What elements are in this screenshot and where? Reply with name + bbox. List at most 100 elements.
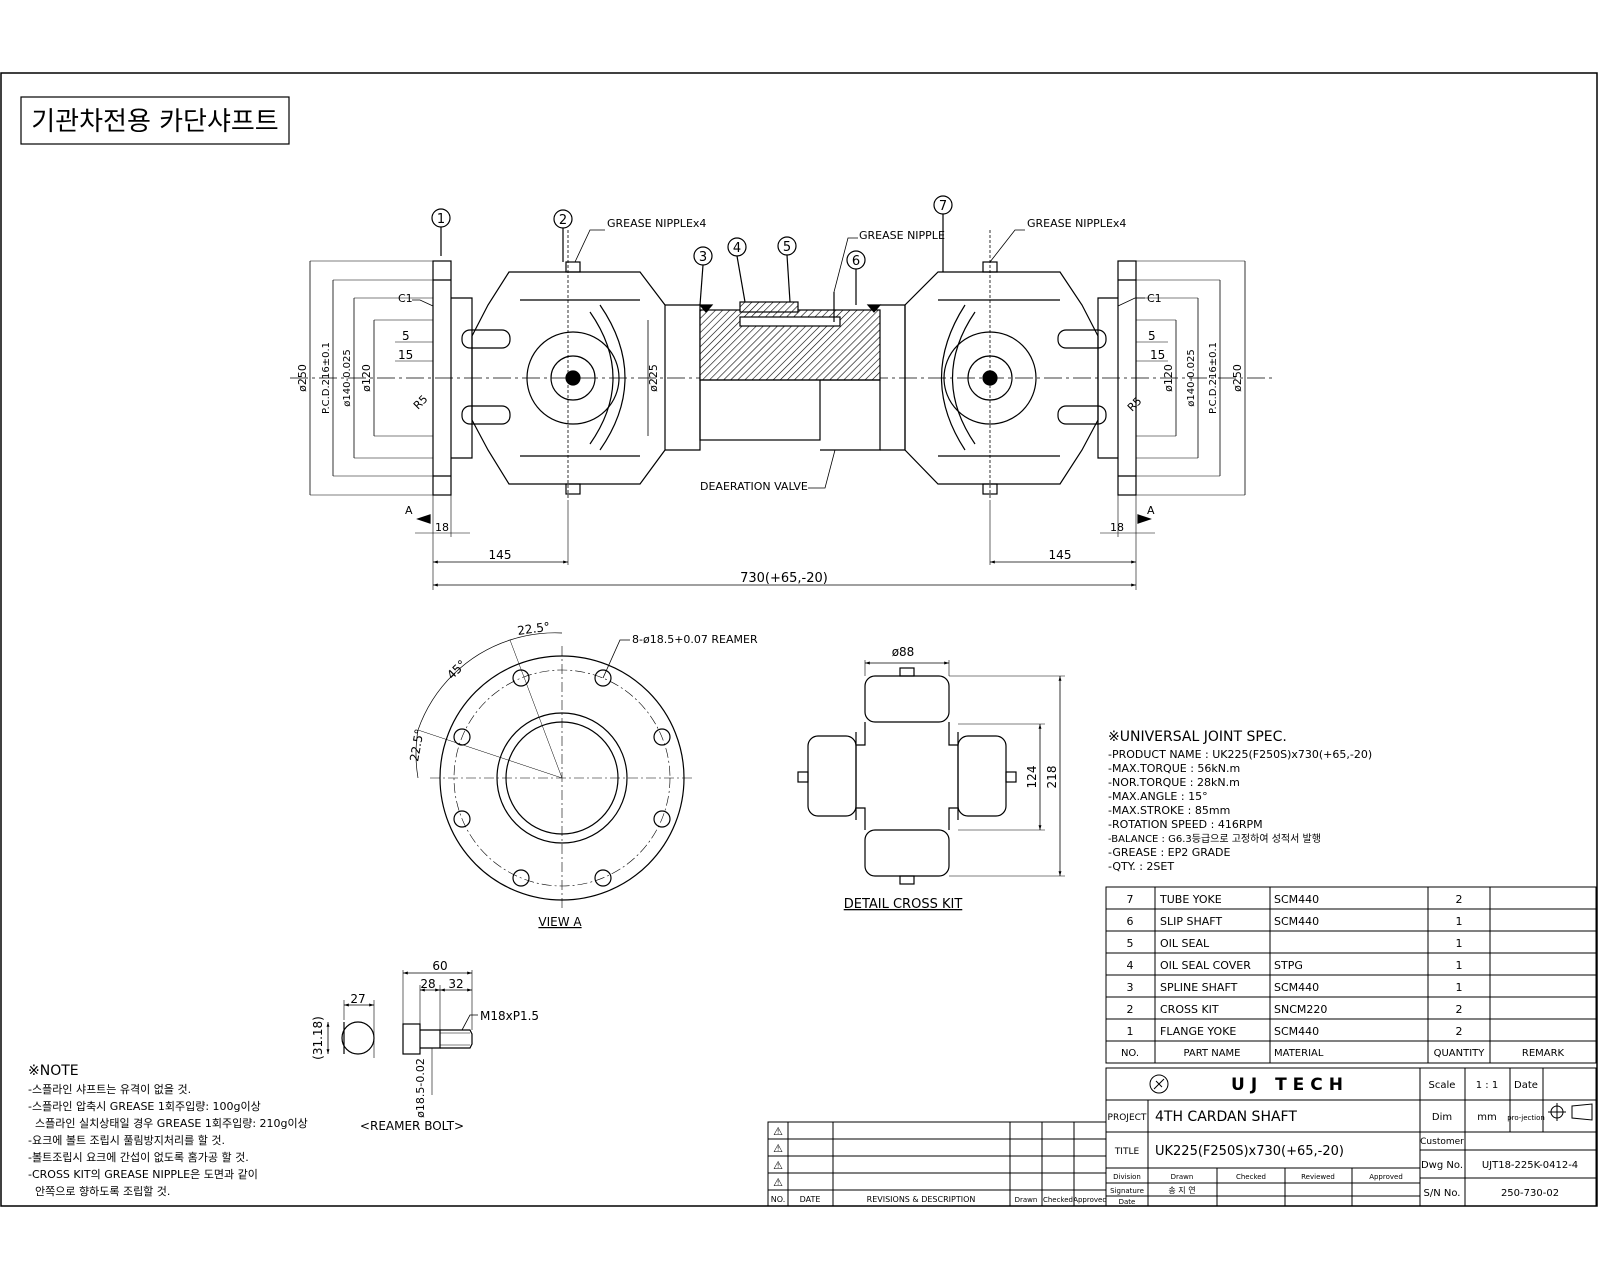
revision-mark-4: ⚠ [773,1176,783,1189]
view-a-angle-22-5-side: 22.5° [407,728,426,763]
bom-cell: SLIP SHAFT [1160,915,1222,928]
deaeration-valve-label: DEAERATION VALVE [700,480,808,493]
dim-r5-right: R5 [1125,395,1145,415]
section-a-left: A [405,504,413,517]
dim-overall-length: 730(+65,-20) [740,571,828,586]
bom-table [1105,886,1597,1064]
dim-18-left: 18 [435,521,449,534]
bom-cell: 2 [1127,1003,1134,1016]
scale-value: 1 : 1 [1476,1080,1498,1091]
project-label: PROJECT [1108,1113,1147,1123]
approved-label: Approved [1369,1173,1403,1181]
signature-label: Signature [1110,1187,1144,1195]
notes-block: ※NOTE -스플라인 샤프트는 유격이 없을 것. -스플라인 압축시 GRE… [28,1063,308,1198]
spec-line-6: -ROTATION SPEED : 416RPM [1108,818,1263,831]
signature-name: 송 지 연 [1168,1186,1195,1195]
revision-no-header: NO. [771,1195,786,1204]
main-assembly-view [290,195,1272,590]
note-line-6: -CROSS KIT의 GREASE NIPPLE은 도면과 같이 [28,1168,258,1181]
note-line-1: -스플라인 샤프트는 유격이 없을 것. [28,1083,191,1096]
bom-cell: 1 [1456,959,1463,972]
drawn-label: Drawn [1171,1173,1194,1181]
view-a-holes-note: 8-ø18.5+0.07 REAMER [632,633,758,646]
revision-approved-header: Approved [1073,1196,1107,1204]
title-value: UK225(F250S)x730(+65,-20) [1155,1144,1344,1159]
bom-row-2: 2 CROSS KIT SNCM220 2 [1127,1003,1463,1016]
dwg-label: Dwg No. [1421,1160,1463,1171]
revisions-table [767,1121,1107,1207]
chamfer-left-label: C1 [398,292,413,305]
grease-nipple-left-label: GREASE NIPPLEx4 [607,217,706,230]
spec-line-8: -GREASE : EP2 GRADE [1108,846,1230,859]
bom-row-4: 4 OIL SEAL COVER STPG 1 [1127,959,1463,972]
bolt-dim-60: 60 [432,959,447,973]
customer-label: Customer [1420,1137,1464,1147]
reamer-bolt-drawing [326,970,478,1095]
note-heading: ※NOTE [28,1063,79,1079]
view-a-labels: 22.5° 45° 22.5° 8-ø18.5+0.07 REAMER VIEW… [407,620,758,929]
bom-cell: SCM440 [1274,1025,1319,1038]
company-name: UJ TECH [1231,1075,1349,1095]
reamer-bolt-label: <REAMER BOLT> [360,1119,464,1133]
cross-kit-124: 124 [1025,766,1039,789]
bom-header-part: PART NAME [1183,1048,1240,1059]
dim-pcd-right: P.C.D.216±0.1 [1208,342,1219,414]
callout-6: 6 [852,254,860,269]
spec-heading: ※UNIVERSAL JOINT SPEC. [1108,729,1287,745]
bom-cell: 5 [1127,937,1134,950]
dim-d120-right: ø120 [1162,364,1175,392]
bom-cell: FLANGE YOKE [1160,1025,1236,1038]
bom-cell: 2 [1456,1025,1463,1038]
signature-date-label: Date [1119,1198,1136,1206]
bom-header-quantity: QUANTITY [1434,1048,1486,1059]
section-a-right: A [1147,504,1155,517]
callout-3: 3 [699,250,707,265]
sn-label: S/N No. [1424,1188,1461,1199]
bom-cell: 2 [1456,1003,1463,1016]
dim-15-right: 15 [1150,348,1165,362]
division-label: Division [1113,1173,1141,1181]
bom-cell: CROSS KIT [1160,1003,1219,1016]
project-value: 4TH CARDAN SHAFT [1155,1109,1297,1125]
bom-cell: 6 [1127,915,1134,928]
bom-cell: 1 [1456,915,1463,928]
bom-header-row: NO. PART NAME MATERIAL QUANTITY REMARK [1121,1048,1565,1059]
bom-cell: 1 [1456,937,1463,950]
callout-4: 4 [733,241,741,256]
title-block-text: UJ TECH Scale 1 : 1 Date Dim mm pro-ject… [1108,1075,1579,1206]
cross-kit-labels: ø88 124 218 DETAIL CROSS KIT [844,645,1059,912]
cross-kit-d88: ø88 [892,645,915,659]
callout-7: 7 [939,199,947,214]
bom-cell: STPG [1274,959,1303,972]
view-a-angle-22-5-top: 22.5° [516,620,550,638]
bom-row-6: 6 SLIP SHAFT SCM440 1 [1127,915,1463,928]
revisions-text: ⚠ ⚠ ⚠ ⚠ NO. DATE REVISIONS & DESCRIPTION… [771,1125,1107,1204]
bom-cell: 1 [1127,1025,1134,1038]
checked-label: Checked [1236,1173,1266,1181]
revision-desc-header: REVISIONS & DESCRIPTION [867,1195,976,1204]
spec-line-2: -MAX.TORQUE : 56kN.m [1108,762,1240,775]
bom-row-1: 1 FLANGE YOKE SCM440 2 [1127,1025,1463,1038]
bom-cell: SCM440 [1274,981,1319,994]
dim-d250-left: ø250 [296,364,309,392]
view-a-flange [415,632,694,910]
spec-line-1: -PRODUCT NAME : UK225(F250S)x730(+65,-20… [1108,748,1372,761]
spec-line-9: -QTY. : 2SET [1108,860,1174,873]
bom-row-7: 7 TUBE YOKE SCM440 2 [1127,893,1463,906]
projection-label: pro-jection [1507,1114,1545,1122]
revision-date-header: DATE [800,1195,821,1204]
note-line-2: -스플라인 압축시 GREASE 1회주입량: 100g이상 [28,1100,261,1113]
bom-cell: OIL SEAL [1160,937,1210,950]
revision-mark-1: ⚠ [773,1125,783,1138]
note-line-3: 스플라인 실치상태일 경우 GREASE 1회주입량: 210g이상 [28,1116,308,1130]
bom-cell: TUBE YOKE [1159,893,1222,906]
bom-cell: 3 [1127,981,1134,994]
bom-cell: 1 [1456,981,1463,994]
main-assembly-labels: 1 2 3 4 5 6 7 GREASE NIPPLEx4 GREASE NIP… [296,199,1244,586]
spec-line-4: -MAX.ANGLE : 15° [1108,790,1208,803]
bolt-dim-28: 28 [420,977,435,991]
grease-nipple-mid-label: GREASE NIPPLE [859,229,945,242]
revision-mark-2: ⚠ [773,1142,783,1155]
view-a-label: VIEW A [538,915,582,929]
